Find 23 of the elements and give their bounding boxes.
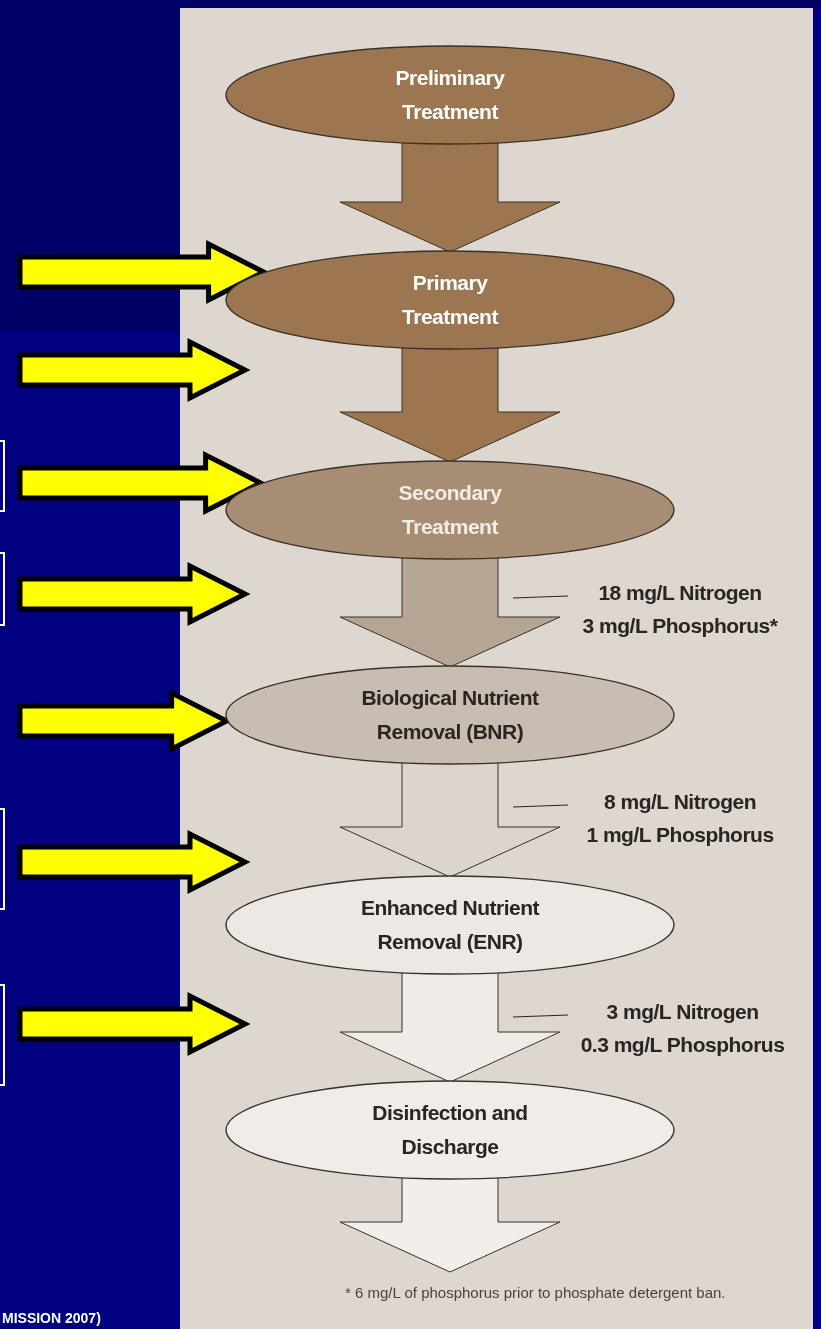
footnote: * 6 mg/L of phosphorus prior to phosphate detergent ban. [345,1283,726,1303]
stage-label: Enhanced Nutrient Removal (ENR) [359,895,541,955]
concentration-label: 18 mg/L Nitrogen [598,580,762,606]
flow-arrow [339,141,561,253]
stage-label: Primary Treatment [401,270,500,330]
concentration-label: 3 mg/L Phosphorus* [582,613,778,639]
leader-line [512,595,569,599]
concentration-label: 0.3 mg/L Phosphorus [580,1032,785,1058]
flow-arrow [339,556,561,668]
flow-arrow [339,971,561,1083]
leader-line [512,804,569,808]
stage-label: Biological Nutrient Removal (BNR) [360,685,540,745]
concentration-label: 8 mg/L Nitrogen [604,789,756,815]
stage-label: Secondary Treatment [397,480,503,540]
concentration-label: 1 mg/L Phosphorus [586,822,774,848]
source-note: MISSION 2007) [2,1309,101,1328]
stage-label: Disinfection and Discharge [371,1100,529,1160]
flow-arrow [339,346,561,463]
leader-line [512,1014,569,1018]
concentration-label: 3 mg/L Nitrogen [606,999,759,1025]
flow-arrow [339,1176,561,1273]
stage-label: Preliminary Treatment [394,65,506,125]
flow-arrow [339,761,561,878]
